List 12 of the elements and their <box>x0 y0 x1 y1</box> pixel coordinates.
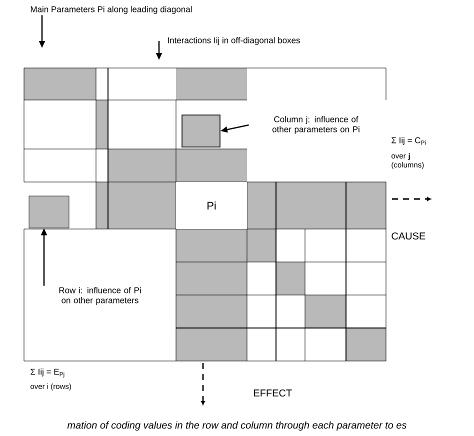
annotation-text: Main Parameters Pi along leading diagonal <box>30 6 192 14</box>
axis-label: EFFECT <box>254 389 292 397</box>
sum-formula: Σ Iij = E$_{Pj}$ <box>30 368 64 378</box>
sum-formula: Σ Iij = C$_{Pi}$ <box>392 137 426 145</box>
axis-label: CAUSE <box>392 232 426 240</box>
shaded-box <box>182 114 220 148</box>
parameter-cell: Pi <box>176 182 247 229</box>
annotation-text: Interactions Iij in off-diagonal boxes <box>168 37 300 45</box>
caption: mation of coding values in the row and column through each parameter to es <box>67 421 407 431</box>
annotation-text: Column j: influence of other parameters on Pi <box>272 116 360 134</box>
shaded-box <box>28 196 70 228</box>
annotation-text: Row i: influence of Pi on other parameters <box>59 287 141 305</box>
